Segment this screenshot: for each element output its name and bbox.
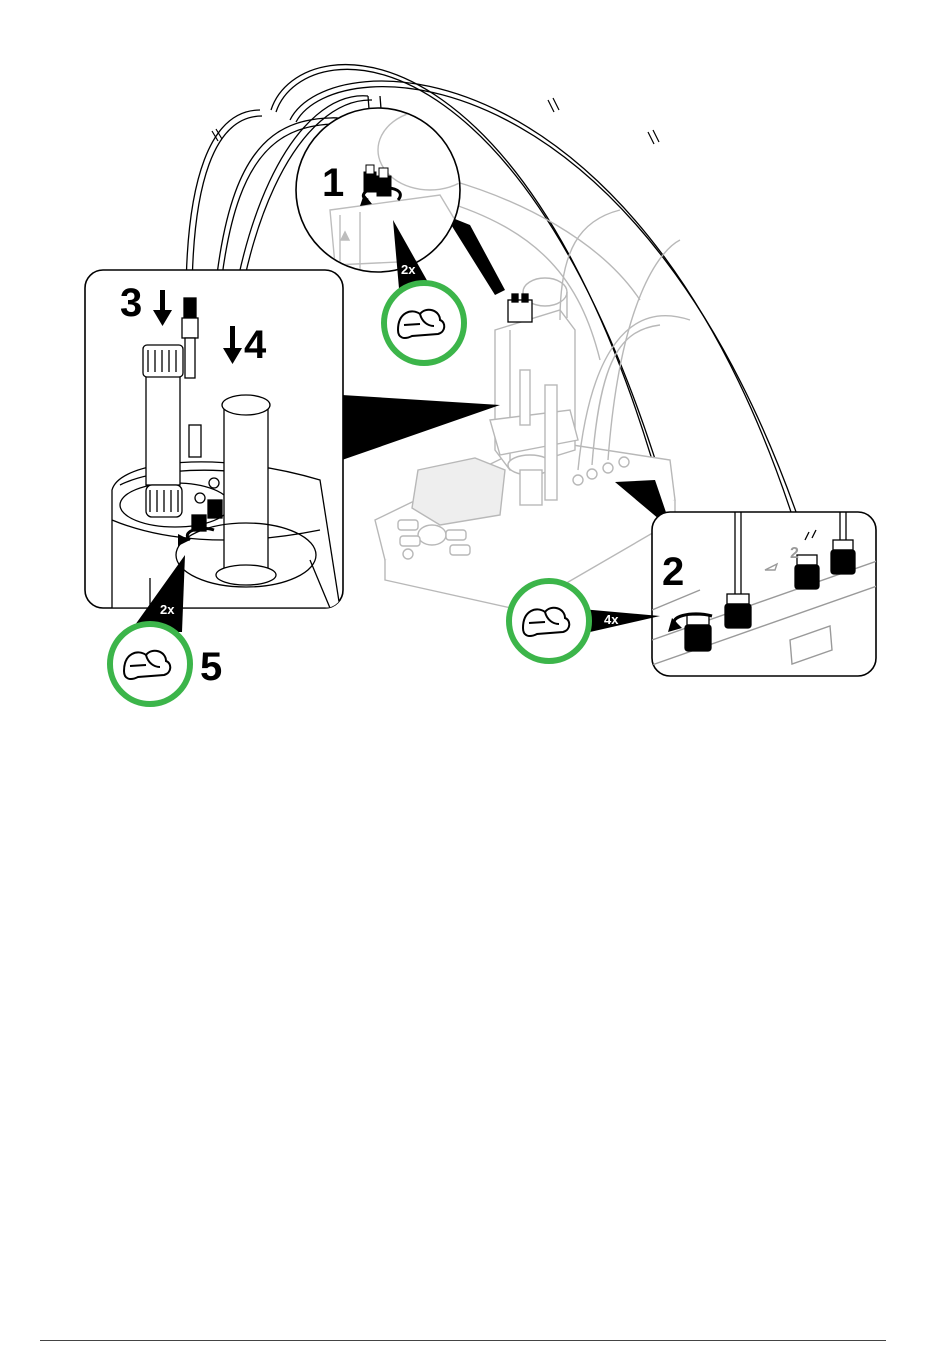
step-1-label: 1: [322, 161, 344, 205]
svg-text:2: 2: [790, 545, 799, 562]
valve-block: [508, 294, 532, 322]
step-2-label: 2: [662, 550, 684, 594]
step-4-label: 4: [244, 323, 267, 367]
footer-rule: [40, 1340, 886, 1341]
repeat-count-5: 2x: [160, 602, 175, 617]
step-3-label: 3: [120, 281, 142, 325]
repeat-count-1: 2x: [401, 262, 416, 277]
repeat-count-2: 4x: [604, 612, 619, 627]
inset-ports-panel: 2 2: [615, 480, 880, 676]
step-5-label: 5: [200, 645, 222, 689]
hand-step-2: 4x: [509, 581, 660, 661]
